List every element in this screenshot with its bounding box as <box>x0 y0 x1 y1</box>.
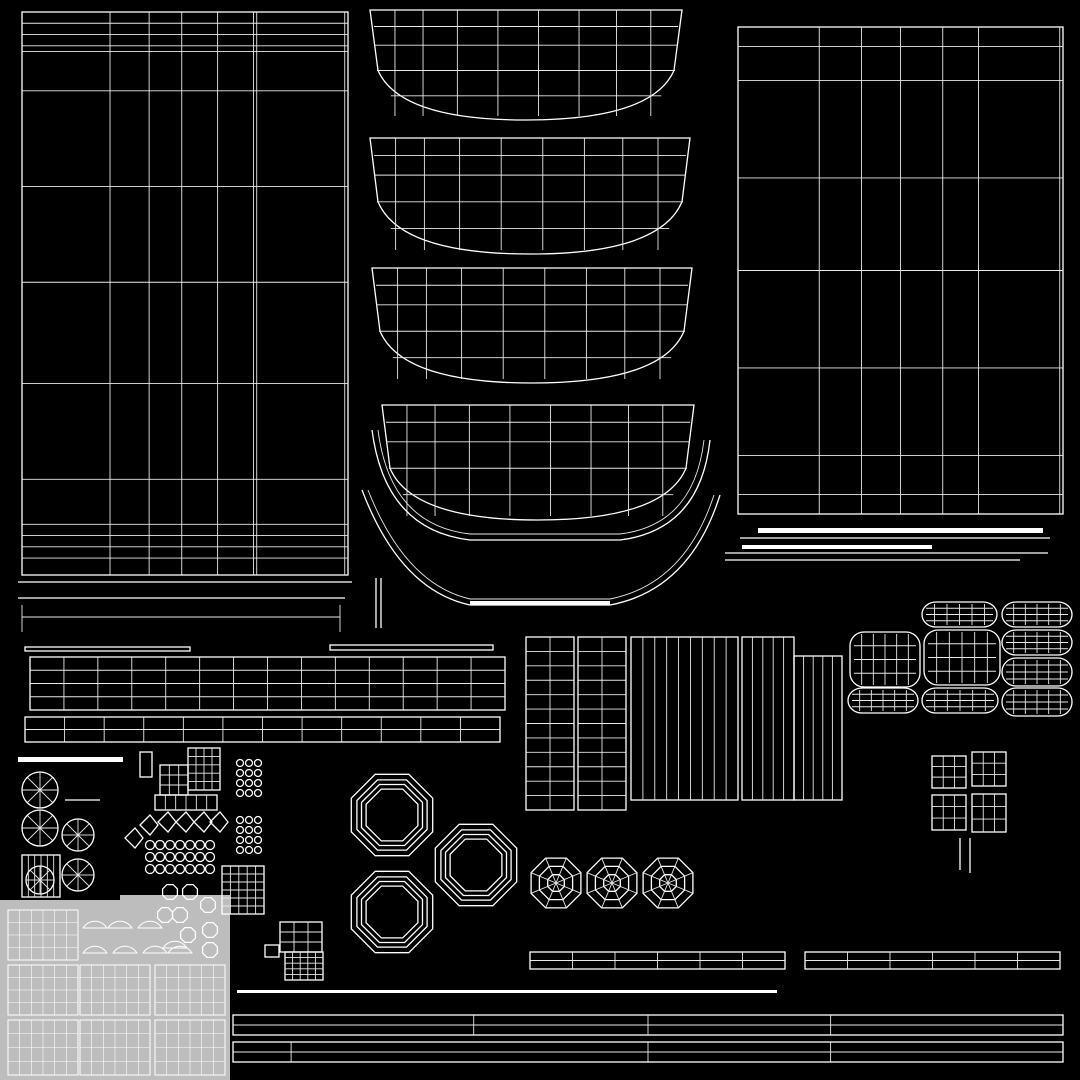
uv-island-bowl-2 <box>369 137 691 255</box>
uv-island-cushions <box>847 601 1073 717</box>
uv-island-bottom-strips <box>232 951 1064 1063</box>
uv-island-small-parts <box>18 747 324 981</box>
uv-island-wood-planks <box>525 636 843 811</box>
uv-island-large-left-panel <box>18 11 382 632</box>
uv-island-curved-strips <box>361 429 721 606</box>
uv-island-small-grids-right <box>931 751 1007 873</box>
uv-island-grey-block <box>0 895 230 1080</box>
uv-island-octagon-fans <box>530 857 694 909</box>
uv-island-octagon-rings <box>350 773 518 954</box>
uv-island-large-right-panel <box>725 26 1064 561</box>
uv-island-long-strips-left <box>24 644 506 743</box>
uv-island-bowl-4 <box>381 404 695 521</box>
uv-island-bowl-3 <box>371 267 693 384</box>
uv-island-bowl-1 <box>369 9 683 121</box>
